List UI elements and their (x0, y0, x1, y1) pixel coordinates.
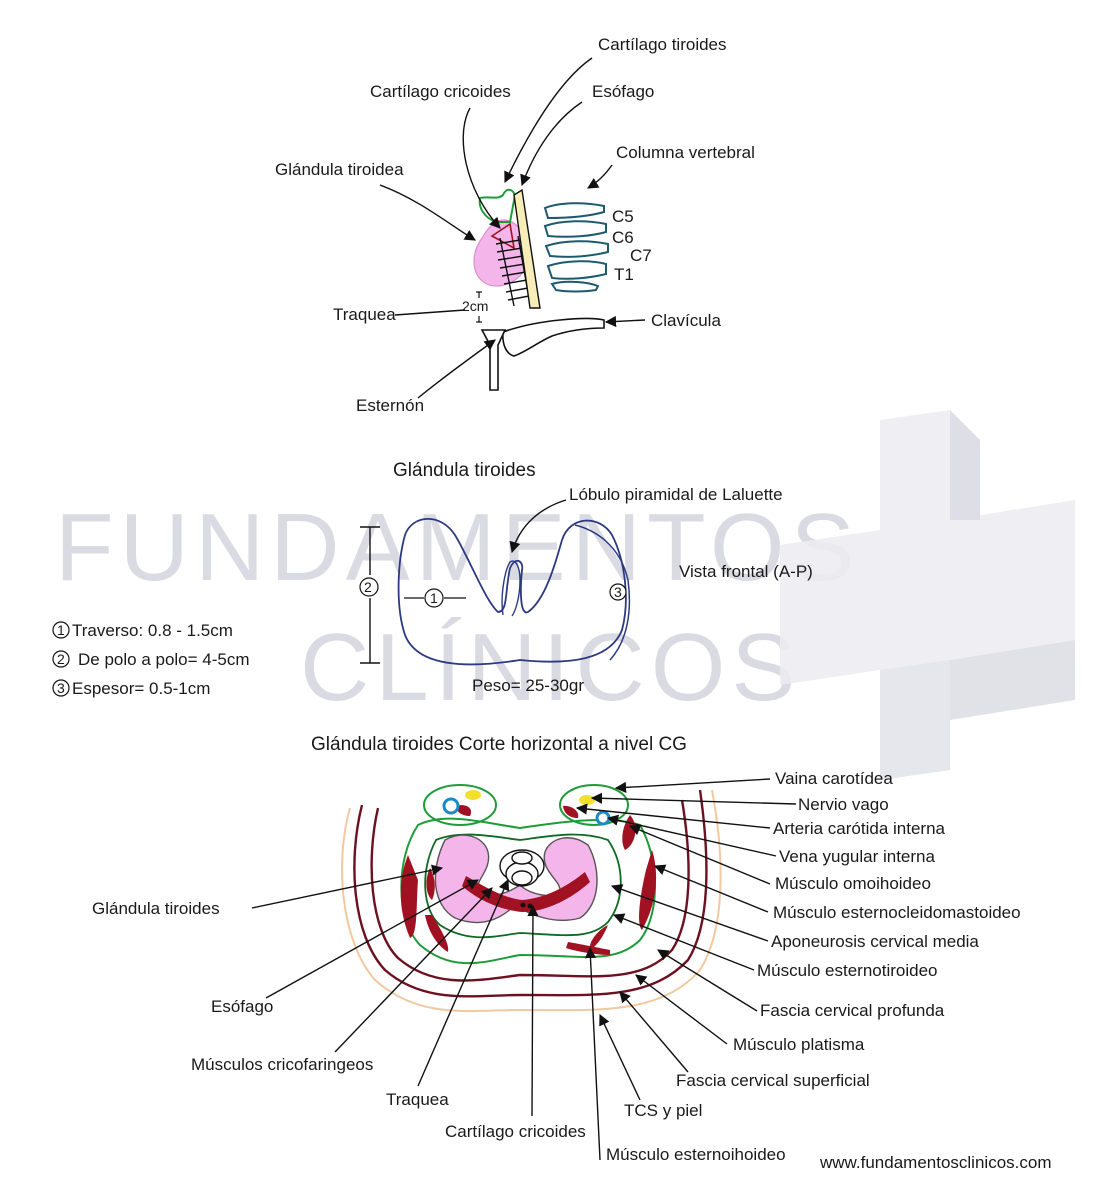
label-c7: C7 (630, 246, 652, 265)
pyramidal-lobe (501, 560, 521, 617)
frontal-view-title: Glándula tiroides (393, 460, 536, 481)
arrow-thyroid-cartilage (504, 57, 593, 184)
arrow-thyroid-gland (379, 184, 476, 241)
label-skin: TCS y piel (624, 1101, 702, 1120)
legend-1-text: Traverso: 0.8 - 1.5cm (72, 621, 233, 640)
label-spine: Columna vertebral (616, 143, 755, 162)
frontal-view: Glándula tiroides 2 1 3 Lóbulo piramidal… (52, 460, 813, 698)
label-thyroid-gland: Glándula tiroidea (275, 160, 404, 179)
label-trachea-cross: Traquea (386, 1090, 449, 1109)
legend-2-text: De polo a polo= 4-5cm (78, 650, 250, 669)
label-middle-aponeurosis: Aponeurosis cervical media (771, 932, 979, 951)
legend-3-text: Espesor= 0.5-1cm (72, 679, 210, 698)
arrow-pyramidal-lobe (509, 499, 567, 554)
distance-marker (476, 291, 482, 323)
arrow-cricoid (462, 107, 501, 229)
label-cricoid-cross: Cartílago cricoides (445, 1122, 586, 1141)
label-c5: C5 (612, 207, 634, 226)
thyroid-cartilage-shape (478, 188, 517, 223)
arrow-spine (587, 164, 613, 189)
legend-1-num: 1 (57, 622, 65, 638)
medical-cross-logo (780, 410, 1075, 780)
deep-fascia (400, 817, 656, 965)
carotid-sheath-left (423, 784, 497, 826)
arrow-esophagus (520, 101, 583, 187)
label-frontal-view: Vista frontal (A-P) (679, 562, 813, 581)
label-sternothyroid: Músculo esternotiroideo (757, 961, 937, 980)
jugular-vein-right (595, 810, 611, 826)
dimension-pole-to-pole (360, 526, 380, 664)
label-jugular-vein: Vena yugular interna (779, 847, 935, 866)
vertebrae (543, 202, 609, 293)
arrow-sternum (417, 339, 496, 399)
footer-url: www.fundamentosclinicos.com (819, 1153, 1051, 1172)
marker-3-num: 3 (614, 584, 622, 600)
label-weight: Peso= 25-30gr (472, 676, 584, 695)
label-sternohyoid: Músculo esternoihoideo (606, 1145, 786, 1164)
label-sternum: Esternón (356, 396, 424, 415)
label-sternocleidomastoid: Músculo esternocleidomastoideo (773, 903, 1021, 922)
sagittal-view: 2cm Cartílago tiroides Cartílago cricoid… (275, 35, 755, 415)
label-pyramidal-lobe: Lóbulo piramidal de Laluette (569, 485, 783, 504)
right-pointer-lines (575, 778, 797, 1161)
thyroid-frontal-depth (574, 524, 631, 661)
watermark-line-1: FUNDAMENTOS (55, 494, 861, 601)
legend-3-num: 3 (57, 680, 65, 696)
thyroid-frontal-outline (397, 518, 627, 666)
marker-3-circle (609, 583, 627, 601)
jugular-vein-left (442, 797, 460, 815)
label-esophagus: Esófago (592, 82, 654, 101)
cricoid-shape (490, 222, 516, 250)
label-thyroid-cartilage: Cartílago tiroides (598, 35, 727, 54)
clavicle-shape (502, 317, 605, 357)
label-thyroid-cross: Glándula tiroides (92, 899, 220, 918)
label-trachea: Traquea (333, 305, 396, 324)
marker-1-num: 1 (430, 590, 438, 606)
label-esophagus-cross: Esófago (211, 997, 273, 1016)
sternum-shape (480, 329, 507, 391)
vagus-nerve-left (465, 790, 481, 800)
line-trachea (394, 309, 466, 316)
left-pointer-lines (251, 864, 539, 1117)
arrow-clavicle (604, 315, 646, 328)
label-t1: T1 (614, 265, 634, 284)
marker-1-circle (424, 588, 444, 608)
cross-section: Glándula tiroides Corte horizontal a niv… (92, 734, 1021, 1164)
watermark: FUNDAMENTOS CLÍNICOS (55, 410, 1075, 780)
label-carotid-sheath: Vaina carotídea (775, 769, 893, 788)
label-clavicle: Clavícula (651, 311, 721, 330)
distance-label: 2cm (462, 298, 488, 314)
cricopharyngeal-band (462, 872, 590, 912)
vagus-nerve-right (579, 795, 595, 805)
label-deep-fascia: Fascia cervical profunda (760, 1001, 945, 1020)
legend-2-num: 2 (57, 651, 65, 667)
label-cricopharyngeal: Músculos cricofaringeos (191, 1055, 373, 1074)
marker-2-num: 2 (364, 579, 372, 595)
superficial-fascia (370, 799, 690, 982)
label-internal-carotid: Arteria carótida interna (773, 819, 946, 838)
label-cricoid-cartilage: Cartílago cricoides (370, 82, 511, 101)
skin-layer (341, 789, 722, 1013)
trachea-cross-section (499, 849, 545, 887)
label-platysma: Músculo platisma (733, 1035, 865, 1054)
marker-2-circle (359, 577, 379, 597)
watermark-line-2: CLÍNICOS (300, 614, 801, 721)
middle-aponeurosis (424, 833, 622, 939)
label-superficial-fascia: Fascia cervical superficial (676, 1071, 870, 1090)
label-vagus-nerve: Nervio vago (798, 795, 889, 814)
label-omohyoid: Músculo omoihoideo (775, 874, 931, 893)
dimensions-legend: 1 Traverso: 0.8 - 1.5cm 2 De polo a polo… (52, 621, 250, 698)
carotid-sheath-right (559, 784, 629, 826)
cross-section-title: Glándula tiroides Corte horizontal a niv… (311, 734, 687, 755)
label-c6: C6 (612, 228, 634, 247)
esophagus-shape (513, 188, 541, 309)
